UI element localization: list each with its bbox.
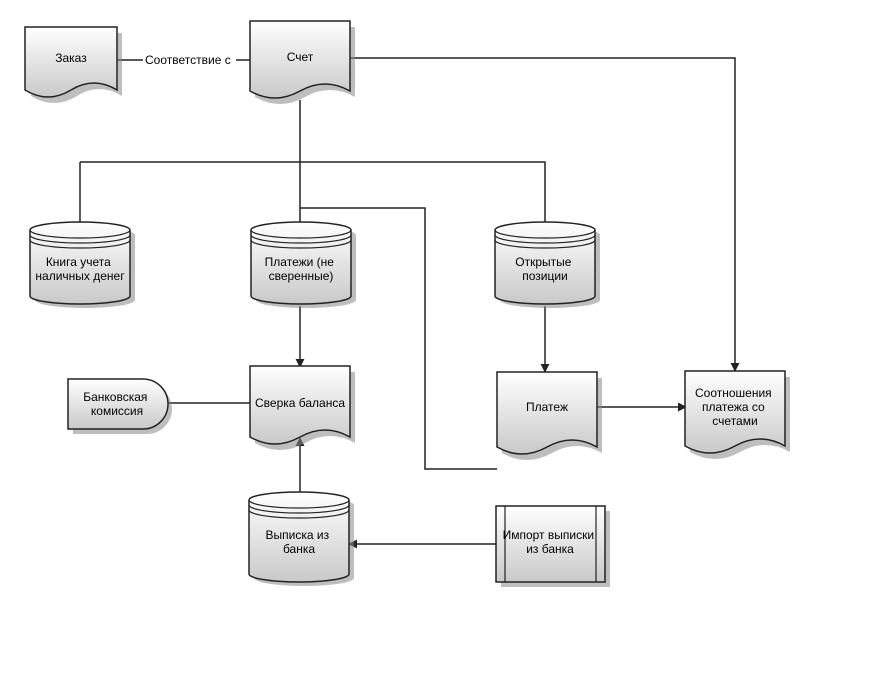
document-shape xyxy=(24,26,118,98)
node-bank-statement[interactable]: Выписка из банка xyxy=(248,491,354,586)
node-balance-reconciliation[interactable]: Сверка баланса xyxy=(249,365,355,450)
node-invoice-label: Счет xyxy=(287,50,314,64)
edge-payment-to-payments xyxy=(300,207,497,470)
delay-shape xyxy=(67,378,169,430)
node-payment-invoice-relation[interactable]: Соотношения платежа со счетами xyxy=(684,370,790,459)
node-payments-unreconciled-label: Платежи (не сверенные) xyxy=(265,255,338,283)
node-open-items-label: Открытые позиции xyxy=(515,255,575,283)
node-open-items[interactable]: Открытые позиции xyxy=(494,221,600,308)
node-payment[interactable]: Платеж xyxy=(496,371,602,460)
edges: Соответствие с xyxy=(75,53,740,549)
document-shape xyxy=(249,20,351,99)
cylinder-shape xyxy=(248,491,350,583)
node-order[interactable]: Заказ xyxy=(24,26,122,103)
node-cash-book-label: Книга учета наличных денег xyxy=(35,255,125,283)
node-cash-book[interactable]: Книга учета наличных денег xyxy=(29,221,135,308)
node-payment-label: Платеж xyxy=(526,400,568,414)
document-shape xyxy=(249,365,351,445)
node-invoice[interactable]: Счет xyxy=(249,20,355,104)
node-statement-import-label: Импорт выписки из банка xyxy=(503,528,598,556)
edge-label-order-invoice: Соответствие с xyxy=(145,53,231,67)
node-payment-invoice-relation-label: Соотношения платежа со счетами xyxy=(695,386,775,428)
node-statement-import[interactable]: Импорт выписки из банка xyxy=(495,505,610,587)
node-bank-statement-label: Выписка из банка xyxy=(266,528,333,556)
node-balance-reconciliation-label: Сверка баланса xyxy=(255,396,345,410)
edge-to-openitems xyxy=(300,161,550,231)
node-bank-fee-label: Банковская комиссия xyxy=(83,390,151,418)
node-payments-unreconciled[interactable]: Платежи (не сверенные) xyxy=(250,221,356,308)
document-shape xyxy=(496,371,598,455)
node-bank-fee[interactable]: Банковская комиссия xyxy=(67,378,172,434)
node-order-label: Заказ xyxy=(55,51,87,65)
edge-invoice-relation xyxy=(350,57,740,372)
process-shape xyxy=(495,505,606,583)
document-shape xyxy=(684,370,786,454)
